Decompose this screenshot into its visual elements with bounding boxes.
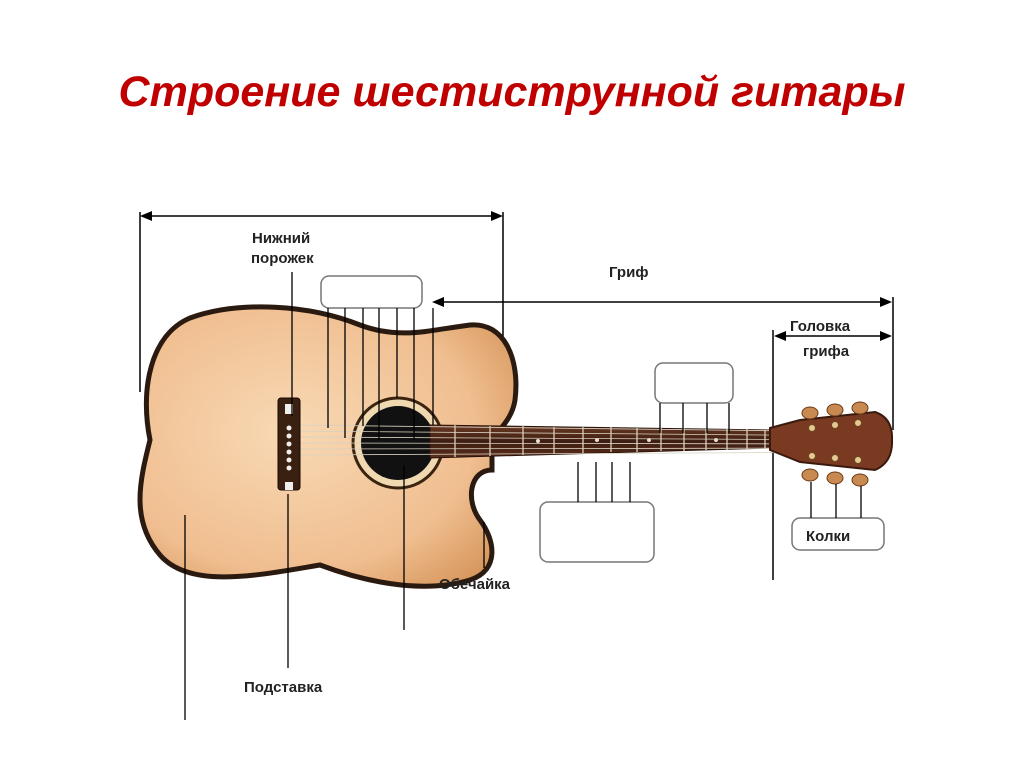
neck-label: Гриф bbox=[609, 264, 648, 281]
callout-box-bottom bbox=[539, 501, 655, 563]
leader-lines bbox=[184, 272, 862, 720]
headstock-label-line1: Головка bbox=[790, 318, 851, 335]
tuners-label-box bbox=[791, 517, 885, 551]
bottom-nut-label-line1: Нижний bbox=[252, 230, 310, 247]
callout-box-top bbox=[320, 275, 423, 309]
bridge bbox=[277, 397, 301, 491]
headstock-label-line2: грифа bbox=[803, 343, 850, 360]
tuner-pegs bbox=[801, 401, 869, 487]
headstock bbox=[769, 410, 894, 472]
side-label: Обечайка bbox=[439, 576, 511, 593]
bridge-label: Подставка bbox=[244, 679, 323, 696]
guitar-body bbox=[137, 304, 519, 589]
tuner-posts bbox=[808, 419, 862, 464]
neck-dimension bbox=[432, 297, 894, 430]
callout-box-neck bbox=[654, 362, 734, 404]
frets bbox=[454, 425, 766, 457]
tuners-label: Колки bbox=[806, 528, 850, 545]
bottom-nut-label-line2: порожек bbox=[251, 250, 314, 267]
slide-title: Строение шестиструнной гитары bbox=[118, 68, 906, 116]
headstock-dimension bbox=[772, 330, 892, 580]
